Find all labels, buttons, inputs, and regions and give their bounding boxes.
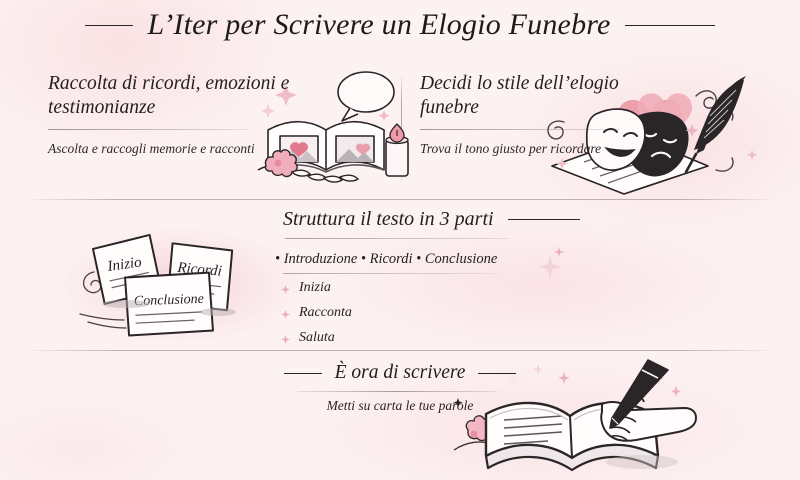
sparkle-icon (538, 247, 564, 286)
section-collect-subtitle: Ascolta e raccogli memorie e racconti (48, 140, 255, 156)
three-note-cards-icon: Inizio Ricordi Conclusione (78, 228, 258, 343)
title-rule-right (624, 24, 715, 26)
section-style-divider (420, 128, 620, 130)
section-write-underline (297, 391, 497, 392)
section-write-subtitle: Metti su carta le tue parole (326, 398, 474, 413)
section-structure-heading: Struttura il testo in 3 parti (283, 208, 494, 230)
section-write-header: È ora di scrivere (0, 362, 800, 384)
section-divider-top (28, 199, 772, 200)
title-text: L’Iter per Scrivere un Elogio Funebre (147, 8, 611, 41)
section-write-rule-left (283, 372, 322, 374)
page-title: L’Iter per Scrivere un Elogio Funebre (0, 8, 800, 42)
structure-parts-line: • Introduzione • Ricordi • Conclusione (275, 251, 498, 267)
section-style-subtitle: Trova il tono giusto per ricordare (420, 140, 602, 156)
section-collect-divider (48, 128, 248, 130)
section-write-heading: È ora di scrivere (334, 362, 466, 383)
sparkle-icon (281, 284, 290, 294)
section-collect: Raccolta di ricordi, emozioni e testimon… (48, 72, 298, 158)
section-structure-list: • Introduzione • Ricordi • Conclusione I… (275, 251, 497, 356)
section-collect-heading: Raccolta di ricordi, emozioni e testimon… (48, 73, 290, 118)
sparkle-icon (281, 309, 290, 319)
section-divider-bottom (28, 350, 772, 351)
section-write-rule-right (478, 372, 517, 374)
structure-parts-underline (283, 273, 497, 274)
section-style: Decidi lo stile dell’elogio funebre Trov… (420, 72, 660, 158)
title-rule-left (85, 24, 134, 26)
section-structure-rule-right (507, 219, 580, 220)
list-item-label: Inizia (299, 280, 331, 295)
list-item: Saluta (281, 331, 497, 345)
section-structure-header: Struttura il testo in 3 parti (283, 208, 580, 231)
section-style-heading: Decidi lo stile dell’elogio funebre (420, 73, 619, 118)
svg-text:Conclusione: Conclusione (134, 292, 204, 309)
list-item: Inizia (281, 281, 497, 295)
list-item: Racconta (281, 306, 497, 320)
sparkle-icon (281, 334, 290, 344)
section-structure-underline (285, 238, 509, 239)
list-item-label: Racconta (299, 305, 352, 320)
list-item-label: Saluta (299, 330, 335, 345)
